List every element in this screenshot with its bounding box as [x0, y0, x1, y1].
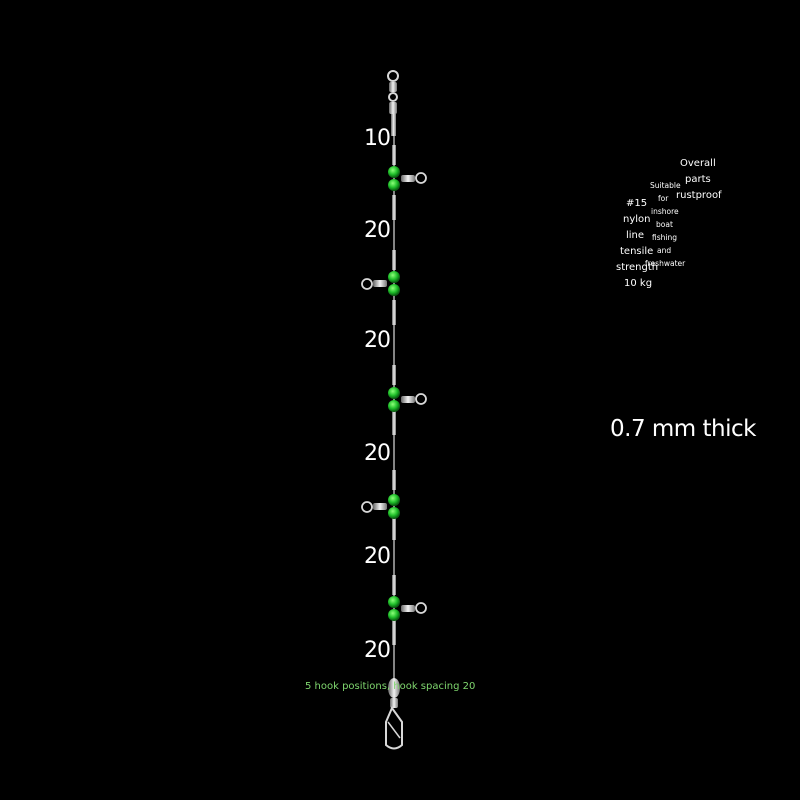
spec-word: freshwater	[645, 259, 686, 268]
crimp-sleeve	[392, 145, 396, 165]
spec-word: Suitable	[650, 181, 681, 190]
spec-word: line	[626, 230, 645, 241]
spec-word: inshore	[651, 207, 679, 216]
spec-word: rustproof	[676, 190, 722, 201]
spec-word: boat	[656, 220, 673, 229]
crimp-sleeve	[392, 195, 396, 220]
spec-word: Overall	[680, 158, 716, 169]
spacing-label: 20	[364, 441, 391, 466]
spec-word: tensile	[620, 246, 654, 257]
crimp-sleeve	[392, 365, 396, 385]
hook-position-icon	[361, 271, 400, 296]
spacing-label: 10	[364, 126, 391, 151]
crimp-sleeve	[392, 575, 396, 595]
thickness-label: 0.7 mm thick	[610, 416, 756, 442]
crimp-sleeve	[392, 515, 396, 540]
spacing-label: 20	[364, 218, 391, 243]
spec-word: and	[657, 246, 672, 255]
spec-word: nylon	[623, 214, 651, 225]
spec-word: strength	[616, 262, 659, 273]
hook-position-icon	[388, 387, 427, 412]
crimp-sleeve	[392, 300, 396, 325]
top-swivel-icon	[387, 70, 399, 136]
crimp-sleeve	[392, 470, 396, 490]
spacing-label: 20	[364, 328, 391, 353]
spec-word: parts	[685, 174, 711, 185]
hook-position-icon	[388, 596, 427, 621]
snap-swivel-icon	[385, 678, 403, 750]
spec-word: #15	[626, 198, 648, 209]
hook-position-icon	[361, 494, 400, 519]
hook-caption: 5 hook positions, hook spacing 20	[305, 681, 476, 692]
crimp-sleeve	[392, 250, 396, 270]
crimp-sleeve	[392, 620, 396, 645]
hook-position-icon	[388, 166, 427, 191]
spec-word: 10 kg	[624, 278, 653, 289]
spacing-label: 20	[364, 638, 391, 663]
spec-word: for	[658, 194, 669, 203]
crimp-sleeve	[392, 410, 396, 435]
spec-word: fishing	[652, 233, 677, 242]
spacing-label: 20	[364, 544, 391, 569]
